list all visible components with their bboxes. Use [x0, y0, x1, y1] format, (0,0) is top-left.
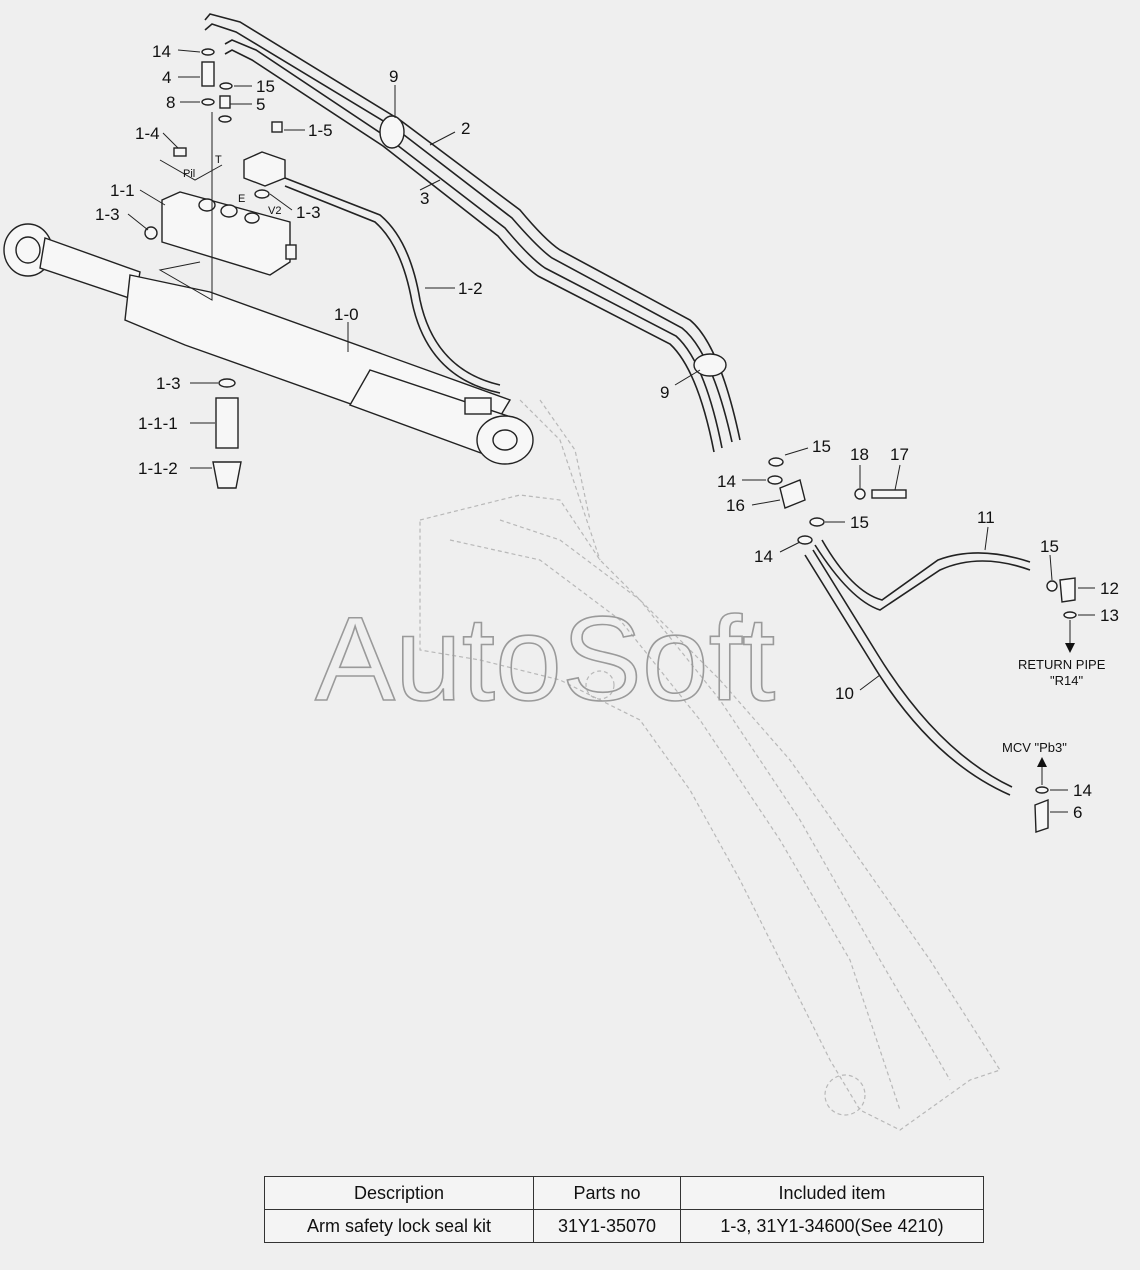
arm-cylinder — [3, 223, 534, 465]
mcv-note: MCV "Pb3" — [1002, 740, 1067, 755]
fittings — [144, 48, 1077, 833]
port-labels: Pil T E V2 — [183, 154, 281, 217]
port-label-e: E — [238, 193, 245, 205]
hose-1-2 — [284, 177, 501, 386]
boom-outline — [419, 399, 1001, 1131]
callout-1-5: 1-5 — [308, 121, 333, 140]
callout-9: 9 — [389, 67, 398, 86]
flow-arrows — [1037, 620, 1075, 785]
port-label-v2: V2 — [268, 205, 281, 217]
callout-2: 2 — [461, 119, 470, 138]
watermark: AutoSoft — [315, 592, 775, 726]
callout-1-3: 1-3 — [156, 374, 181, 393]
callout-1-1-1: 1-1-1 — [138, 414, 178, 433]
leader-lines — [127, 49, 1095, 813]
callout-15: 15 — [850, 513, 869, 532]
callout-1-1-2: 1-1-2 — [138, 459, 178, 478]
callout-8: 8 — [166, 93, 175, 112]
callout-14: 14 — [1073, 781, 1092, 800]
callout-4: 4 — [162, 68, 171, 87]
table-row: Arm safety lock seal kit 31Y1-35070 1-3,… — [264, 1209, 984, 1243]
callout-3: 3 — [420, 189, 429, 208]
callout-1-1: 1-1 — [110, 181, 135, 200]
column-header-included-item: Included item — [680, 1176, 984, 1210]
callout-16: 16 — [726, 496, 745, 515]
callout-6: 6 — [1073, 803, 1082, 822]
callout-5: 5 — [256, 95, 265, 114]
callout-1-2: 1-2 — [458, 279, 483, 298]
hose-11 — [814, 544, 1031, 611]
clamp-9-lower — [693, 353, 727, 377]
callout-1-3: 1-3 — [95, 205, 120, 224]
hose-10 — [804, 554, 1011, 796]
return-pipe-ref: "R14" — [1050, 673, 1083, 688]
callout-11: 11 — [977, 508, 995, 527]
callout-labels: 14 4 15 8 5 1-4 1-5 1-1 1-3 1-3 9 2 3 1-… — [95, 42, 1119, 822]
cell-parts-no: 31Y1-35070 — [533, 1209, 681, 1243]
callout-17: 17 — [890, 445, 909, 464]
callout-18: 18 — [850, 445, 869, 464]
callout-14: 14 — [717, 472, 736, 491]
cell-description: Arm safety lock seal kit — [264, 1209, 534, 1243]
callout-9: 9 — [660, 383, 669, 402]
callout-1-4: 1-4 — [135, 124, 160, 143]
callout-15: 15 — [812, 437, 831, 456]
return-pipe-note: RETURN PIPE — [1018, 657, 1106, 672]
column-header-parts-no: Parts no — [533, 1176, 681, 1210]
cell-included-item: 1-3, 31Y1-34600(See 4210) — [680, 1209, 984, 1243]
callout-14: 14 — [754, 547, 773, 566]
callout-15: 15 — [256, 77, 275, 96]
safety-valve-block — [161, 151, 297, 276]
clamp-9-upper — [379, 115, 405, 149]
parts-table: Description Parts no Included item Arm s… — [264, 1176, 984, 1243]
column-header-description: Description — [264, 1176, 534, 1210]
callout-10: 10 — [835, 684, 854, 703]
table-header-row: Description Parts no Included item — [264, 1176, 984, 1210]
callout-1-0: 1-0 — [334, 305, 359, 324]
callout-15: 15 — [1040, 537, 1059, 556]
port-label-pil: Pil — [183, 168, 195, 180]
port-label-t: T — [215, 154, 222, 166]
callout-1-3: 1-3 — [296, 203, 321, 222]
destination-notes: RETURN PIPE "R14" MCV "Pb3" — [1002, 657, 1106, 755]
callout-12: 12 — [1100, 579, 1119, 598]
hose-2-3 — [204, 13, 741, 453]
callout-13: 13 — [1100, 606, 1119, 625]
callout-14: 14 — [152, 42, 171, 61]
